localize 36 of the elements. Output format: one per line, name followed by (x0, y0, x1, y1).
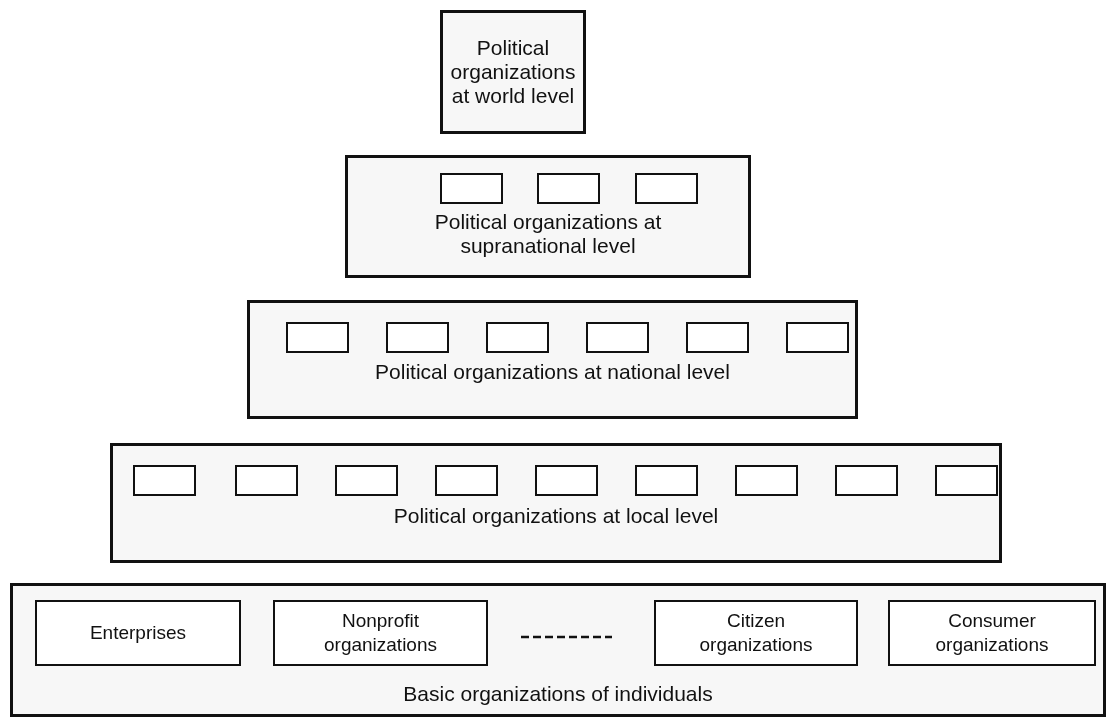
organization-box (273, 600, 488, 666)
node-label: Citizen organizations (698, 609, 814, 657)
empty-box (440, 173, 503, 204)
empty-box (435, 465, 498, 496)
organization-box (35, 600, 241, 666)
empty-box (133, 465, 196, 496)
organization-box (440, 10, 586, 134)
empty-box (586, 322, 649, 353)
node-label: Nonprofit organizations (323, 609, 438, 657)
empty-box (486, 322, 549, 353)
empty-box (335, 465, 398, 496)
organization-box (654, 600, 858, 666)
empty-box (686, 322, 749, 353)
node-label: Basic organizations of individuals (402, 682, 714, 706)
node-label: Political organizations at world level (449, 36, 577, 108)
level-panel (345, 155, 751, 278)
empty-box (235, 465, 298, 496)
empty-box (537, 173, 600, 204)
empty-box (535, 465, 598, 496)
empty-box (286, 322, 349, 353)
level-panel (10, 583, 1106, 717)
empty-box (786, 322, 849, 353)
empty-box (635, 173, 698, 204)
empty-box (935, 465, 998, 496)
empty-box (635, 465, 698, 496)
empty-box (735, 465, 798, 496)
empty-box (386, 322, 449, 353)
organization-box (888, 600, 1096, 666)
level-panel (110, 443, 1002, 563)
empty-box (835, 465, 898, 496)
level-panel (247, 300, 858, 419)
node-label: Political organizations at national level (374, 360, 731, 384)
node-label: Political organizations at local level (392, 504, 720, 528)
node-label: Political organizations at supranational level (433, 210, 663, 258)
node-label: Consumer organizations (934, 609, 1050, 657)
node-label: Enterprises (89, 621, 187, 645)
